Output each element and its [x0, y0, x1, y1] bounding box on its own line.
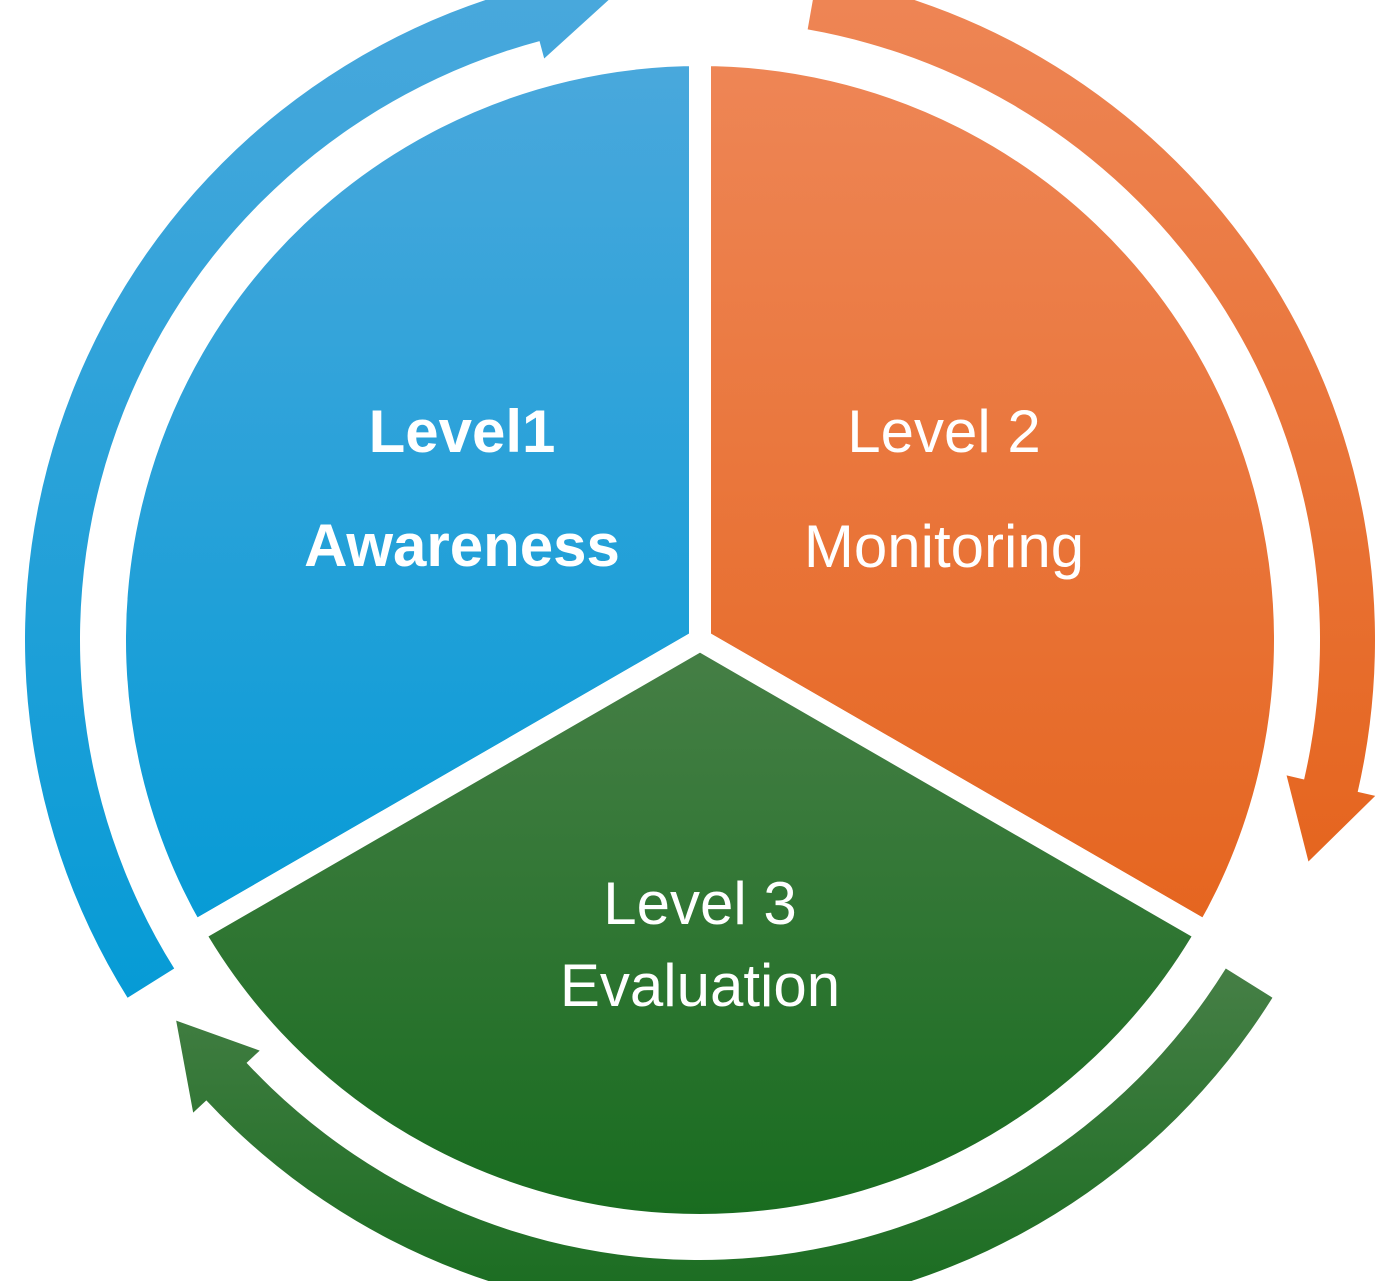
blue-cycle-arrow-icon	[25, 0, 609, 998]
awareness-title-label: Awareness	[304, 512, 620, 579]
evaluation-title-label: Evaluation	[560, 952, 840, 1019]
orange-cycle-arrow-icon	[807, 0, 1376, 862]
evaluation-level-label: Level 3	[603, 870, 796, 937]
segment-evaluation	[178, 627, 1222, 1236]
green-cycle-arrow-icon	[176, 968, 1273, 1281]
monitoring-title-label: Monitoring	[804, 513, 1084, 580]
awareness-level-label: Level1	[369, 398, 556, 465]
monitoring-level-label: Level 2	[847, 398, 1040, 465]
